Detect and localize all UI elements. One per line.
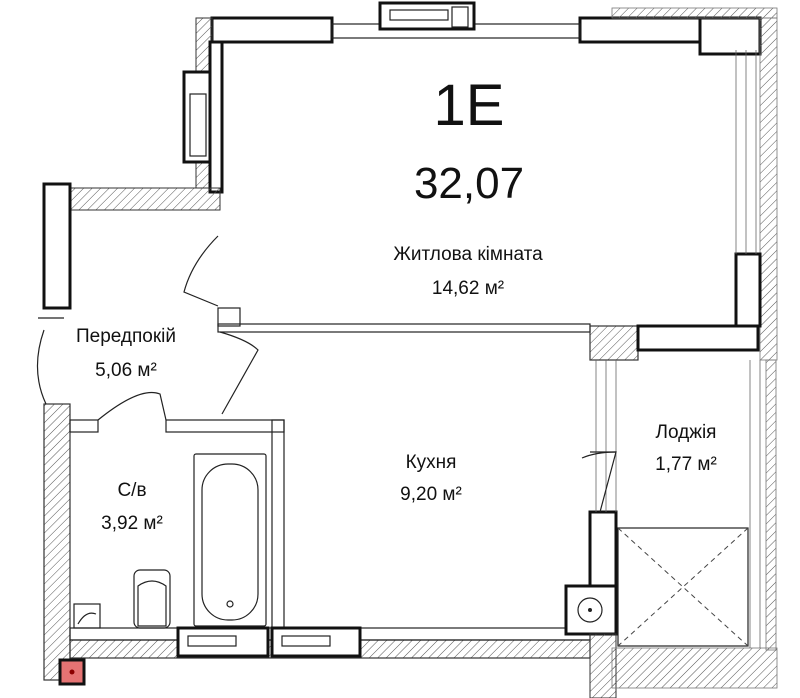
room-name-bathroom: С/в: [117, 480, 146, 501]
room-name-kitchen: Кухня: [406, 452, 457, 473]
room-name-loggia: Лоджія: [656, 422, 717, 443]
room-area-living: 14,62 м²: [432, 278, 504, 299]
room-area-hallway: 5,06 м²: [95, 360, 157, 381]
total-area: 32,07: [414, 159, 524, 208]
bathroom-fixtures: [73, 453, 267, 629]
unit-code: 1E: [434, 73, 505, 138]
room-area-bathroom: 3,92 м²: [101, 513, 163, 534]
room-area-loggia: 1,77 м²: [655, 454, 717, 475]
walls: [42, 1, 778, 698]
room-name-hallway: Передпокій: [76, 326, 176, 347]
doors: [36, 235, 617, 513]
room-area-kitchen: 9,20 м²: [400, 484, 462, 505]
loggia-opening: [617, 527, 749, 647]
room-name-living: Житлова кімната: [393, 244, 543, 265]
